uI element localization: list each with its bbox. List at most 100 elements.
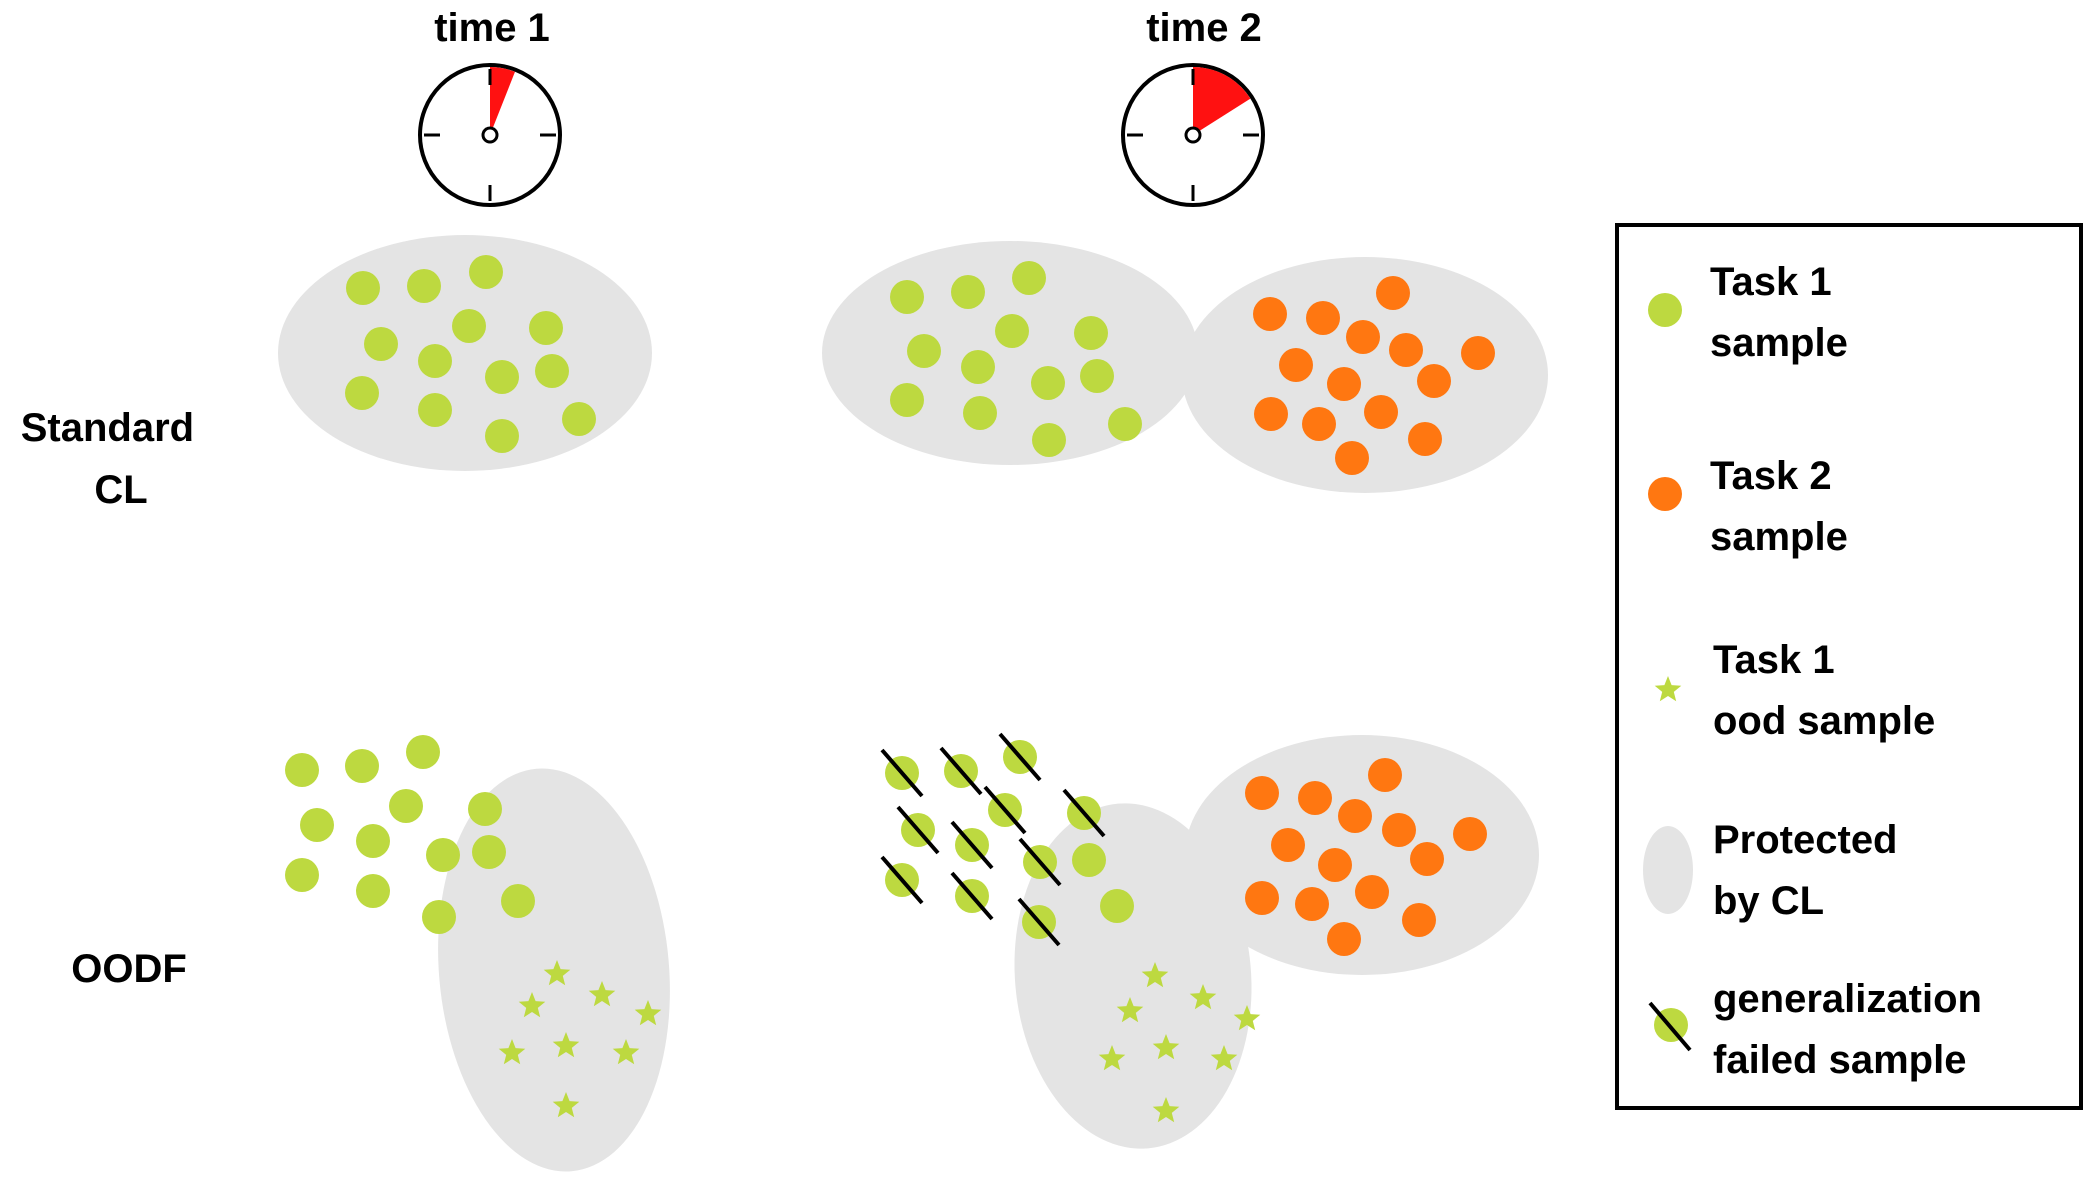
- clock-time-2-elapsed: [1193, 67, 1251, 135]
- task2-sample: [1382, 813, 1416, 847]
- legend-failed-marker: [1648, 1001, 1692, 1052]
- task2-sample: [1338, 799, 1372, 833]
- task1-sample: [418, 344, 452, 378]
- task1-sample: [1072, 843, 1106, 877]
- task2-sample: [1346, 320, 1380, 354]
- task1-sample: [951, 275, 985, 309]
- task2-sample: [1295, 887, 1329, 921]
- clock-time-2-icon: [1121, 63, 1265, 207]
- task2-sample: [1306, 301, 1340, 335]
- legend-failed-label: generalization failed sample: [1713, 977, 1993, 1082]
- task2-sample: [1376, 276, 1410, 310]
- task1-sample: [407, 269, 441, 303]
- protected-region-t1-standard: [278, 235, 652, 471]
- task1-sample: [1080, 359, 1114, 393]
- task1-sample: [468, 792, 502, 826]
- task1-sample: [356, 874, 390, 908]
- legend-task2-marker: [1648, 477, 1682, 511]
- task1-sample: [1100, 889, 1134, 923]
- task1-sample: [364, 327, 398, 361]
- task1-sample: [356, 824, 390, 858]
- failed-sample-slash: [950, 871, 994, 921]
- task1-sample: [452, 309, 486, 343]
- task1-sample: [485, 419, 519, 453]
- task2-sample: [1245, 776, 1279, 810]
- legend-task1-marker: [1648, 293, 1682, 327]
- task1-sample: [418, 393, 452, 427]
- legend-ood-label: Task 1 ood sample: [1713, 638, 1935, 743]
- task1-sample: [485, 360, 519, 394]
- row-label-standard-line1: Standard: [21, 406, 194, 450]
- task1-sample: [389, 789, 423, 823]
- task1-sample: [501, 884, 535, 918]
- task1-sample: [529, 311, 563, 345]
- task1-sample: [345, 749, 379, 783]
- legend-task2-label: Task 2 sample: [1710, 454, 1848, 559]
- task2-sample: [1364, 395, 1398, 429]
- task1-sample: [907, 334, 941, 368]
- task1-sample: [469, 255, 503, 289]
- task2-sample: [1318, 848, 1352, 882]
- legend-protected-label: Protected by CL: [1713, 818, 1909, 923]
- task2-sample: [1271, 828, 1305, 862]
- task2-sample: [1410, 842, 1444, 876]
- failed-sample-slash: [939, 746, 983, 796]
- legend-protected-marker: [1643, 826, 1693, 914]
- task1-sample: [890, 383, 924, 417]
- failed-sample-slash: [896, 805, 940, 855]
- task1-sample: [300, 808, 334, 842]
- task1-sample: [1031, 366, 1065, 400]
- task2-sample: [1279, 348, 1313, 382]
- task2-sample: [1298, 781, 1332, 815]
- task1-sample: [995, 314, 1029, 348]
- task1-sample: [963, 396, 997, 430]
- task1-sample: [562, 402, 596, 436]
- failed-sample-slash: [880, 748, 924, 798]
- task2-sample: [1327, 367, 1361, 401]
- task1-sample: [535, 354, 569, 388]
- task1-sample: [1074, 316, 1108, 350]
- task2-sample: [1402, 903, 1436, 937]
- task2-sample: [1355, 875, 1389, 909]
- legend: Task 1 sample Task 2 sample Task 1 ood s…: [1615, 223, 2083, 1110]
- legend-task1-label: Task 1 sample: [1710, 260, 1848, 365]
- protected-region-t2-standard-task1: [822, 241, 1198, 465]
- task2-sample: [1453, 817, 1487, 851]
- task1-sample: [961, 350, 995, 384]
- time-2-label: time 2: [1146, 6, 1262, 50]
- task1-sample: [422, 900, 456, 934]
- task2-sample: [1368, 758, 1402, 792]
- clock-time-1-icon: [418, 63, 562, 207]
- task2-sample: [1253, 297, 1287, 331]
- failed-sample-slash: [1062, 788, 1106, 838]
- task1-sample: [426, 838, 460, 872]
- task1-sample: [472, 835, 506, 869]
- row-label-standard-line2: CL: [94, 468, 147, 512]
- task1-sample: [345, 376, 379, 410]
- task1-sample: [406, 735, 440, 769]
- task2-sample: [1389, 333, 1423, 367]
- task2-sample: [1254, 397, 1288, 431]
- task1-sample: [285, 753, 319, 787]
- time-1-label: time 1: [434, 6, 550, 50]
- task2-sample: [1417, 364, 1451, 398]
- clock-time-1-elapsed: [490, 67, 515, 135]
- sample-markers: [285, 255, 1495, 1123]
- row-label-oodf: OODF: [71, 947, 187, 991]
- failed-sample-slash: [983, 785, 1027, 835]
- task1-sample: [346, 271, 380, 305]
- task2-sample: [1245, 881, 1279, 915]
- task2-sample: [1327, 922, 1361, 956]
- failed-sample-slash: [998, 732, 1042, 782]
- failed-sample-slash: [1018, 837, 1062, 887]
- protected-region-t2-oodf-task1: [1014, 803, 1252, 1149]
- task1-sample: [1032, 423, 1066, 457]
- task1-sample: [890, 280, 924, 314]
- task1-sample: [1108, 407, 1142, 441]
- task1-sample: [1012, 261, 1046, 295]
- task2-sample: [1302, 407, 1336, 441]
- task2-sample: [1461, 336, 1495, 370]
- task2-sample: [1335, 441, 1369, 475]
- failed-sample-slash: [880, 855, 924, 905]
